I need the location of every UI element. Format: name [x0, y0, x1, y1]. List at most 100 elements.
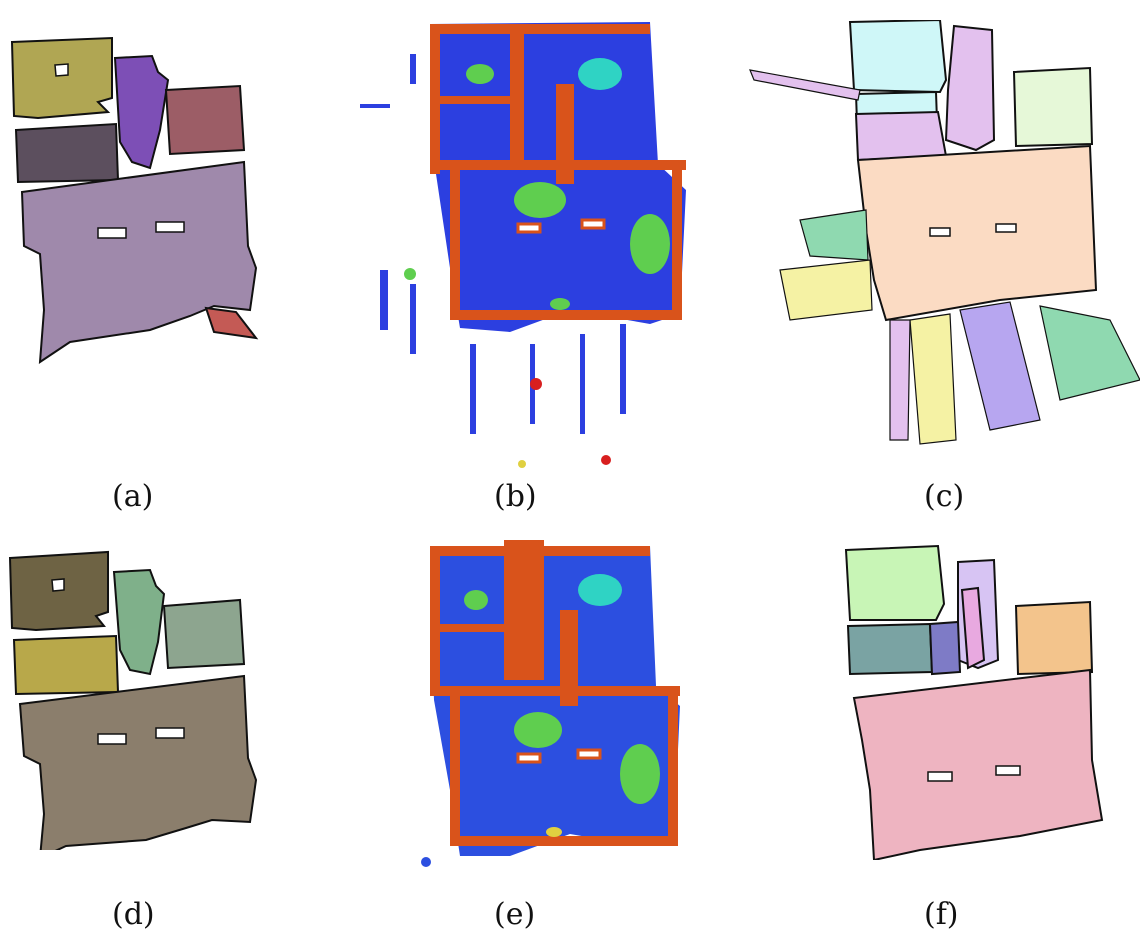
room-region [846, 622, 934, 676]
caption-e: (e) [494, 897, 536, 932]
point-cloud-image-b [360, 22, 686, 468]
panel-a [0, 20, 280, 380]
wall-points [440, 96, 510, 104]
point-cloud-region [430, 546, 680, 856]
scatter-point [601, 455, 611, 465]
opening [516, 752, 542, 764]
panel-b [350, 14, 720, 479]
room-region [960, 586, 986, 670]
wall-points [668, 686, 678, 846]
object-points [630, 214, 670, 274]
wall-points [440, 624, 504, 632]
room-hole [54, 63, 69, 77]
scatter-point [380, 270, 388, 330]
caption-b: (b) [494, 479, 537, 514]
scatter-point [470, 344, 476, 434]
object-points [620, 744, 660, 804]
room-region [1014, 600, 1094, 676]
wall-points [450, 690, 460, 840]
room-region [944, 24, 996, 152]
panel-f [840, 540, 1120, 860]
object-points [546, 827, 562, 837]
streak-region [889, 319, 911, 441]
wall-points [430, 24, 650, 34]
panel-d [0, 540, 280, 850]
room-hole [97, 733, 127, 745]
room-region [162, 598, 246, 670]
scatter-point [518, 460, 526, 468]
scatter-point [410, 284, 416, 354]
room-region [852, 668, 1104, 860]
room-hole [995, 765, 1021, 776]
room-hole [51, 578, 65, 592]
room-region [113, 54, 170, 170]
wall-points [672, 160, 682, 320]
room-region [848, 20, 948, 94]
room-segmentation-image-f [844, 544, 1104, 860]
wall-points [510, 24, 524, 164]
scatter-point [360, 104, 390, 108]
room-region [164, 84, 246, 156]
wall-points [556, 84, 574, 184]
room-region [12, 634, 120, 696]
caption-c: (c) [924, 479, 965, 514]
streak-region [779, 259, 873, 321]
caption-a: (a) [112, 479, 154, 514]
panel-c [740, 20, 1140, 460]
room-hole [929, 227, 951, 237]
room-hole [995, 223, 1017, 233]
wall-points [430, 546, 440, 696]
room-region [854, 110, 948, 162]
room-segmentation-image-a [10, 36, 259, 364]
object-points [578, 574, 622, 606]
streak-region [909, 313, 957, 445]
scatter-point [410, 54, 416, 84]
room-region [204, 306, 259, 340]
opening [516, 222, 542, 234]
room-region [1012, 66, 1094, 148]
room-region [844, 544, 946, 621]
wall-points [450, 310, 672, 320]
streak-region [1039, 305, 1140, 401]
wall-points [434, 686, 680, 696]
streak-region [959, 301, 1041, 431]
scatter-point [404, 268, 416, 280]
room-segmentation-image-d [8, 550, 258, 850]
room-hole [155, 221, 185, 233]
object-points [514, 712, 562, 748]
wall-points [560, 610, 578, 706]
room-region [856, 144, 1098, 322]
object-points [550, 298, 570, 310]
panel-e [400, 540, 700, 880]
object-points [466, 64, 494, 84]
wall-points [450, 164, 460, 314]
room-region [18, 674, 258, 850]
object-points [514, 182, 566, 218]
room-hole [97, 227, 127, 239]
room-region [20, 160, 258, 364]
caption-f: (f) [924, 897, 959, 932]
object-points [578, 58, 622, 90]
wall-points [504, 540, 544, 680]
point-cloud-image-e [421, 540, 680, 867]
opening [580, 218, 606, 230]
wall-points [430, 24, 440, 174]
room-region [112, 568, 166, 676]
room-segmentation-image-c [749, 20, 1140, 445]
wall-points [436, 160, 686, 170]
room-hole [155, 727, 185, 739]
caption-d: (d) [112, 897, 155, 932]
opening [576, 748, 602, 760]
scatter-point [620, 324, 626, 414]
object-points [464, 590, 488, 610]
scatter-point [580, 334, 585, 434]
scatter-point [530, 378, 542, 390]
room-region [14, 122, 120, 184]
streak-region [799, 209, 869, 261]
scatter-point [421, 857, 431, 867]
room-region [10, 36, 113, 120]
wall-points [450, 836, 674, 846]
room-hole [927, 771, 953, 782]
streak-region [749, 69, 861, 101]
room-region [928, 620, 962, 676]
